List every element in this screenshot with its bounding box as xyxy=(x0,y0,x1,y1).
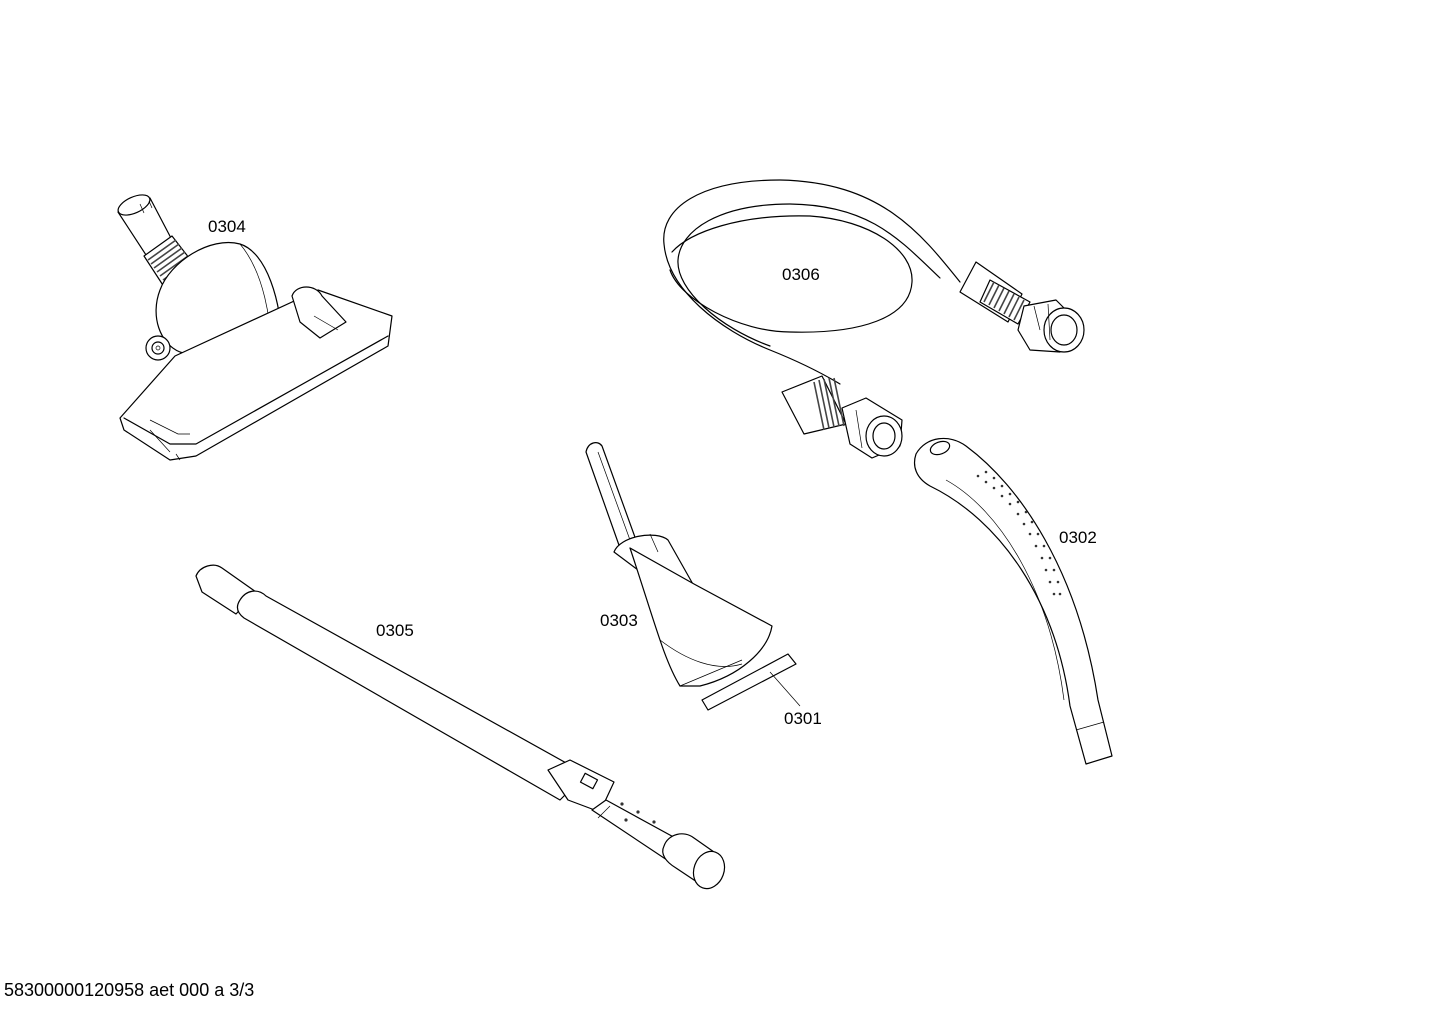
part-label-0301: 0301 xyxy=(784,709,822,728)
floor-nozzle-drawing xyxy=(117,194,393,461)
telescopic-tube-drawing xyxy=(195,564,726,890)
nozzle-strip-drawing xyxy=(701,653,801,711)
part-label-0305: 0305 xyxy=(376,621,414,640)
part-label-0303: 0303 xyxy=(600,611,638,630)
part-label-0304: 0304 xyxy=(208,217,246,236)
part-label-0302: 0302 xyxy=(1059,528,1097,547)
document-footer: 58300000120958 aet 000 a 3/3 xyxy=(4,980,255,1000)
part-label-0306: 0306 xyxy=(782,265,820,284)
handle-bend-drawing xyxy=(913,437,1113,765)
upholstery-nozzle-drawing xyxy=(585,442,773,687)
hose-drawing xyxy=(663,179,1085,459)
